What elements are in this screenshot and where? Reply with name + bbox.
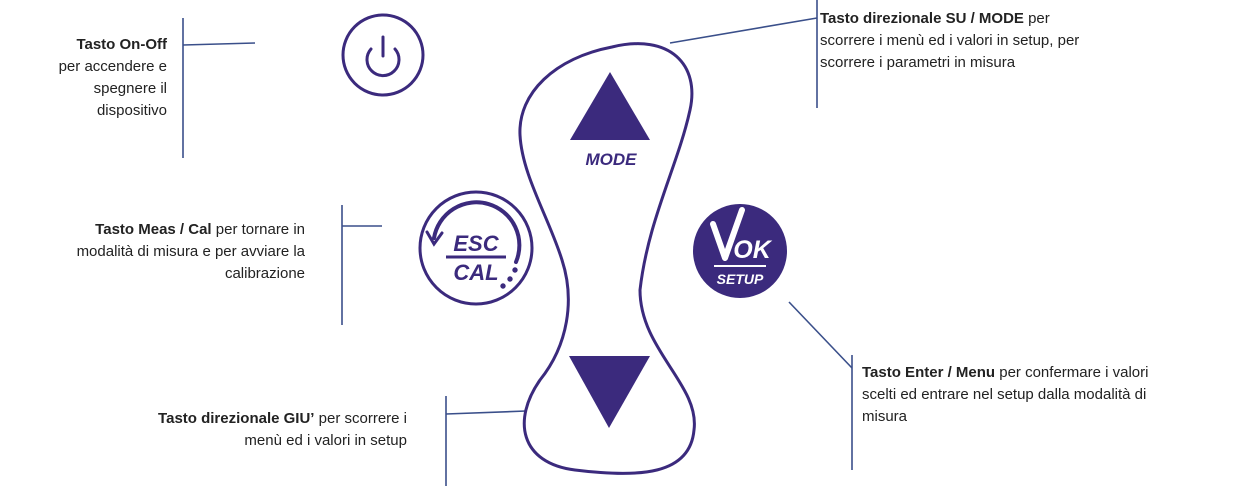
on-off-pointer-line	[182, 42, 256, 46]
power-button[interactable]	[341, 13, 425, 97]
meas-cal-line-1: modalità di misura e per avviare la	[76, 243, 305, 260]
giu-label: Tasto direzionale GIU’ per scorrere i me…	[77, 408, 407, 452]
ok-label: OK	[733, 236, 772, 264]
meas-cal-first-rest: per tornare in	[211, 221, 305, 238]
triangle-down-icon	[569, 356, 650, 428]
cal-label: CAL	[453, 260, 498, 285]
su-mode-pointer-line	[669, 17, 818, 44]
enter-menu-line-2: misura	[862, 408, 908, 425]
meas-cal-line-2: calibrazione	[224, 265, 305, 282]
esc-cal-button[interactable]: ESC CAL	[418, 190, 534, 306]
leader-lines	[182, 0, 853, 486]
on-off-label: Tasto On-Off per accendere e spegnere il…	[0, 34, 167, 122]
enter-menu-title: Tasto Enter / Menu	[862, 364, 996, 381]
su-mode-line-2: scorrere i parametri in misura	[820, 54, 1016, 71]
enter-menu-first-rest: per confermare i valori	[995, 364, 1149, 381]
su-mode-title: Tasto direzionale SU / MODE	[820, 10, 1024, 27]
mode-label: MODE	[586, 150, 638, 169]
giu-first-rest: per scorrere i	[314, 410, 407, 427]
meas-cal-title: Tasto Meas / Cal	[95, 221, 212, 238]
esc-cal-icon	[425, 200, 522, 289]
esc-label: ESC	[453, 231, 499, 256]
setup-label: SETUP	[717, 271, 764, 287]
on-off-line-1: per accendere e	[58, 58, 167, 75]
giu-pointer-line	[445, 410, 527, 415]
power-icon	[365, 35, 401, 78]
giu-title: Tasto direzionale GIU’	[158, 410, 315, 427]
enter-pointer-line	[788, 301, 853, 369]
giu-line-1: menù ed i valori in setup	[244, 432, 407, 449]
on-off-line-3: dispositivo	[96, 102, 167, 119]
check-icon	[710, 207, 745, 261]
enter-menu-label: Tasto Enter / Menu per confermare i valo…	[862, 362, 1238, 428]
ok-setup-button[interactable]: OK SETUP	[693, 204, 787, 298]
down-button[interactable]	[569, 356, 650, 428]
meas-cal-label: Tasto Meas / Cal per tornare in modalità…	[0, 219, 305, 285]
triangle-up-icon	[570, 72, 650, 140]
on-off-title: Tasto On-Off	[76, 36, 167, 53]
enter-menu-line-1: scelti ed entrare nel setup dalla modali…	[862, 386, 1147, 403]
keypad-outline	[518, 42, 696, 475]
su-mode-label: Tasto direzionale SU / MODE per scorrere…	[820, 8, 1220, 74]
su-mode-first-rest: per	[1023, 10, 1050, 27]
su-mode-line-1: scorrere i menù ed i valori in setup, pe…	[820, 32, 1080, 49]
mode-up-button[interactable]: MODE	[570, 72, 650, 169]
on-off-line-2: spegnere il	[93, 80, 167, 97]
